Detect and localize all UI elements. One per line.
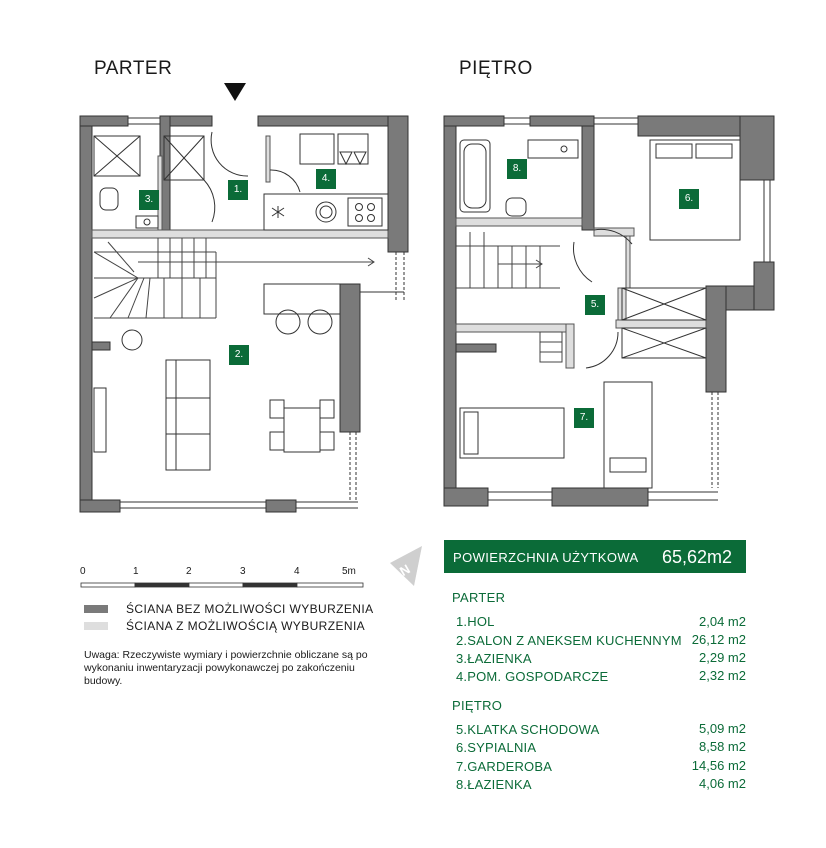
scale-bar [80,582,364,588]
room-badge-4: 4. [316,169,336,189]
room-name: 3.ŁAZIENKA [456,651,532,666]
upper-floor-plan [443,115,775,507]
total-area-label: POWIERZCHNIA UŻYTKOWA [453,550,639,565]
disclaimer-note: Uwaga: Rzeczywiste wymiary i powierzchni… [84,649,368,687]
total-area-value: 65,62m2 [661,547,732,567]
room-area: 5,09 m2 [699,721,746,736]
room-area: 2,29 m2 [699,650,746,665]
total-area-bar: POWIERZCHNIA UŻYTKOWA 65,62m2 [444,540,746,573]
room-area: 8,58 m2 [699,739,746,754]
ground-floor-header: PARTER [452,590,506,605]
entrance-arrow-icon [224,83,246,101]
room-name: 1.HOL [456,614,495,629]
scale-ticks: 0 1 2 3 4 5m [78,566,368,580]
legend-swatch-removable [84,622,108,630]
room-badge-7: 7. [574,408,594,428]
room-badge-5: 5. [585,295,605,315]
upper-floor-header: PIĘTRO [452,698,503,713]
scale-tick-0: 0 [80,566,86,577]
ground-floor-title: PARTER [94,58,173,79]
scale-tick-2: 2 [186,566,192,577]
compass-icon: N [390,546,422,586]
room-name: 8.ŁAZIENKA [456,777,532,792]
room-name: 2.SALON Z ANEKSEM KUCHENNYM [456,633,682,648]
scale-tick-3: 3 [240,566,246,577]
room-area: 26,12 m2 [691,632,746,647]
room-area: 2,04 m2 [699,614,746,629]
room-badge-3: 3. [139,190,159,210]
room-name: 6.SYPIALNIA [456,740,537,755]
scale-tick-1: 1 [133,566,139,577]
scale-tick-4: 4 [294,566,300,577]
room-area: 14,56 m2 [691,758,746,773]
room-name: 7.GARDEROBA [456,759,553,774]
upper-floor-title: PIĘTRO [459,58,533,79]
room-name: 4.POM. GOSPODARCZE [456,669,609,684]
room-area: 4,06 m2 [699,776,746,791]
room-badge-8: 8. [507,159,527,179]
room-area: 2,32 m2 [699,668,746,683]
room-name: 5.KLATKA SCHODOWA [456,722,600,737]
room-badge-6: 6. [679,189,699,209]
legend-load-bearing-label: ŚCIANA BEZ MOŻLIWOŚCI WYBURZENIA [126,602,374,616]
legend-swatch-load-bearing [84,605,108,613]
legend-removable-label: ŚCIANA Z MOŻLIWOŚCIĄ WYBURZENIA [126,619,366,633]
scale-tick-5: 5m [342,566,356,577]
room-badge-1: 1. [228,180,248,200]
room-badge-2: 2. [229,345,249,365]
ground-floor-plan [79,115,409,513]
